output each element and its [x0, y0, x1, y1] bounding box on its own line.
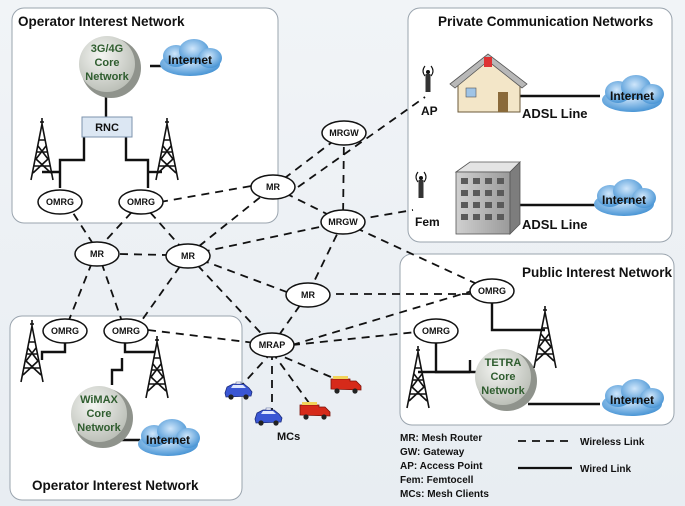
omrg-node: OMRG	[37, 189, 83, 215]
mrgw-label: MRGW	[329, 128, 359, 138]
internet-label-2: Internet	[610, 89, 654, 103]
legend-abbrev-3: AP: Access Point	[400, 461, 483, 472]
legend-abbrev-5: MCs: Mesh Clients	[400, 489, 489, 500]
mr-node: MR	[250, 174, 296, 200]
region-title-top-right: Private Communication Networks	[438, 14, 653, 29]
omrg-node: OMRG	[42, 318, 88, 344]
mrgw-node: MRGW	[321, 120, 367, 146]
police-car-icon	[254, 407, 283, 427]
omrg-label: OMRG	[51, 326, 79, 336]
internet-cloud-top-left: Internet	[160, 39, 222, 76]
legend-wired-label: Wired Link	[580, 464, 631, 475]
mr-label: MR	[266, 182, 280, 192]
fire-truck-icon	[330, 375, 362, 395]
internet-label-5: Internet	[146, 433, 190, 447]
cellular-core-line-1: 3G/4G	[91, 43, 123, 55]
office-building-icon	[454, 161, 521, 235]
mr-node: MR	[285, 282, 331, 308]
ap-label: AP	[421, 104, 438, 118]
mr-label: MR	[301, 290, 315, 300]
tetra-core-line-2: Core	[490, 371, 515, 383]
cellular-core-line-3: Network	[85, 71, 129, 83]
tetra-core-line-3: Network	[481, 385, 525, 397]
mr-node: MR	[74, 241, 120, 267]
mrap-node: MRAP	[249, 332, 295, 358]
tetra-core-network: TETRA Core Network	[475, 349, 537, 411]
adsl-line-label-1: ADSL Line	[522, 106, 588, 121]
fem-label: Fem	[415, 215, 440, 229]
rnc-label: RNC	[95, 122, 119, 134]
legend-abbrev-4: Fem: Femtocell	[400, 475, 474, 486]
internet-label-3: Internet	[602, 193, 646, 207]
mrgw-label: MRGW	[328, 217, 358, 227]
public-interest-panel	[399, 253, 675, 426]
mr-label: MR	[90, 249, 104, 259]
internet-cloud-wimax: Internet	[138, 419, 200, 456]
omrg-label: OMRG	[478, 286, 506, 296]
region-title-bottom-left: Operator Interest Network	[32, 478, 199, 493]
omrg-label: OMRG	[127, 197, 155, 207]
region-title-top-left: Operator Interest Network	[18, 14, 185, 29]
internet-cloud-house: Internet	[602, 75, 664, 112]
mr-node: MR	[165, 243, 211, 269]
legend-abbrev-1: MR: Mesh Router	[400, 433, 482, 444]
internet-cloud-tetra: Internet	[602, 379, 664, 416]
omrg-label: OMRG	[422, 326, 450, 336]
cellular-core-line-2: Core	[94, 57, 119, 69]
mrgw-node: MRGW	[320, 209, 366, 235]
wimax-core-line-3: Network	[77, 422, 121, 434]
adsl-line-label-2: ADSL Line	[522, 217, 588, 232]
internet-label-4: Internet	[610, 393, 654, 407]
omrg-label: OMRG	[112, 326, 140, 336]
omrg-node: OMRG	[103, 318, 149, 344]
cellular-core-network: 3G/4G Core Network	[79, 36, 141, 98]
omrg-label: OMRG	[46, 197, 74, 207]
legend-wireless-label: Wireless Link	[580, 437, 645, 448]
mesh-nodes: OMRG OMRG MR MR MR MRGW MRGW MR OMRG OMR…	[37, 120, 515, 358]
omrg-node: OMRG	[118, 189, 164, 215]
wimax-core-line-1: WiMAX	[80, 394, 118, 406]
house-icon	[449, 53, 528, 113]
wimax-core-network: WiMAX Core Network	[71, 386, 133, 448]
omrg-node: OMRG	[469, 278, 515, 304]
mrap-label: MRAP	[259, 340, 286, 350]
legend: MR: Mesh Router GW: Gateway AP: Access P…	[400, 433, 645, 500]
wireless-links	[64, 96, 493, 412]
fire-truck-icon	[299, 401, 331, 421]
region-title-bottom-right: Public Interest Network	[522, 265, 673, 280]
mcs-label: MCs	[277, 431, 300, 443]
wimax-core-line-2: Core	[86, 408, 111, 420]
tetra-core-line-1: TETRA	[485, 357, 522, 369]
internet-label-1: Internet	[168, 53, 212, 67]
legend-abbrev-2: GW: Gateway	[400, 447, 465, 458]
omrg-node: OMRG	[413, 318, 459, 344]
rnc-box: RNC	[81, 116, 133, 138]
mr-label: MR	[181, 251, 195, 261]
internet-cloud-building: Internet	[594, 179, 656, 216]
